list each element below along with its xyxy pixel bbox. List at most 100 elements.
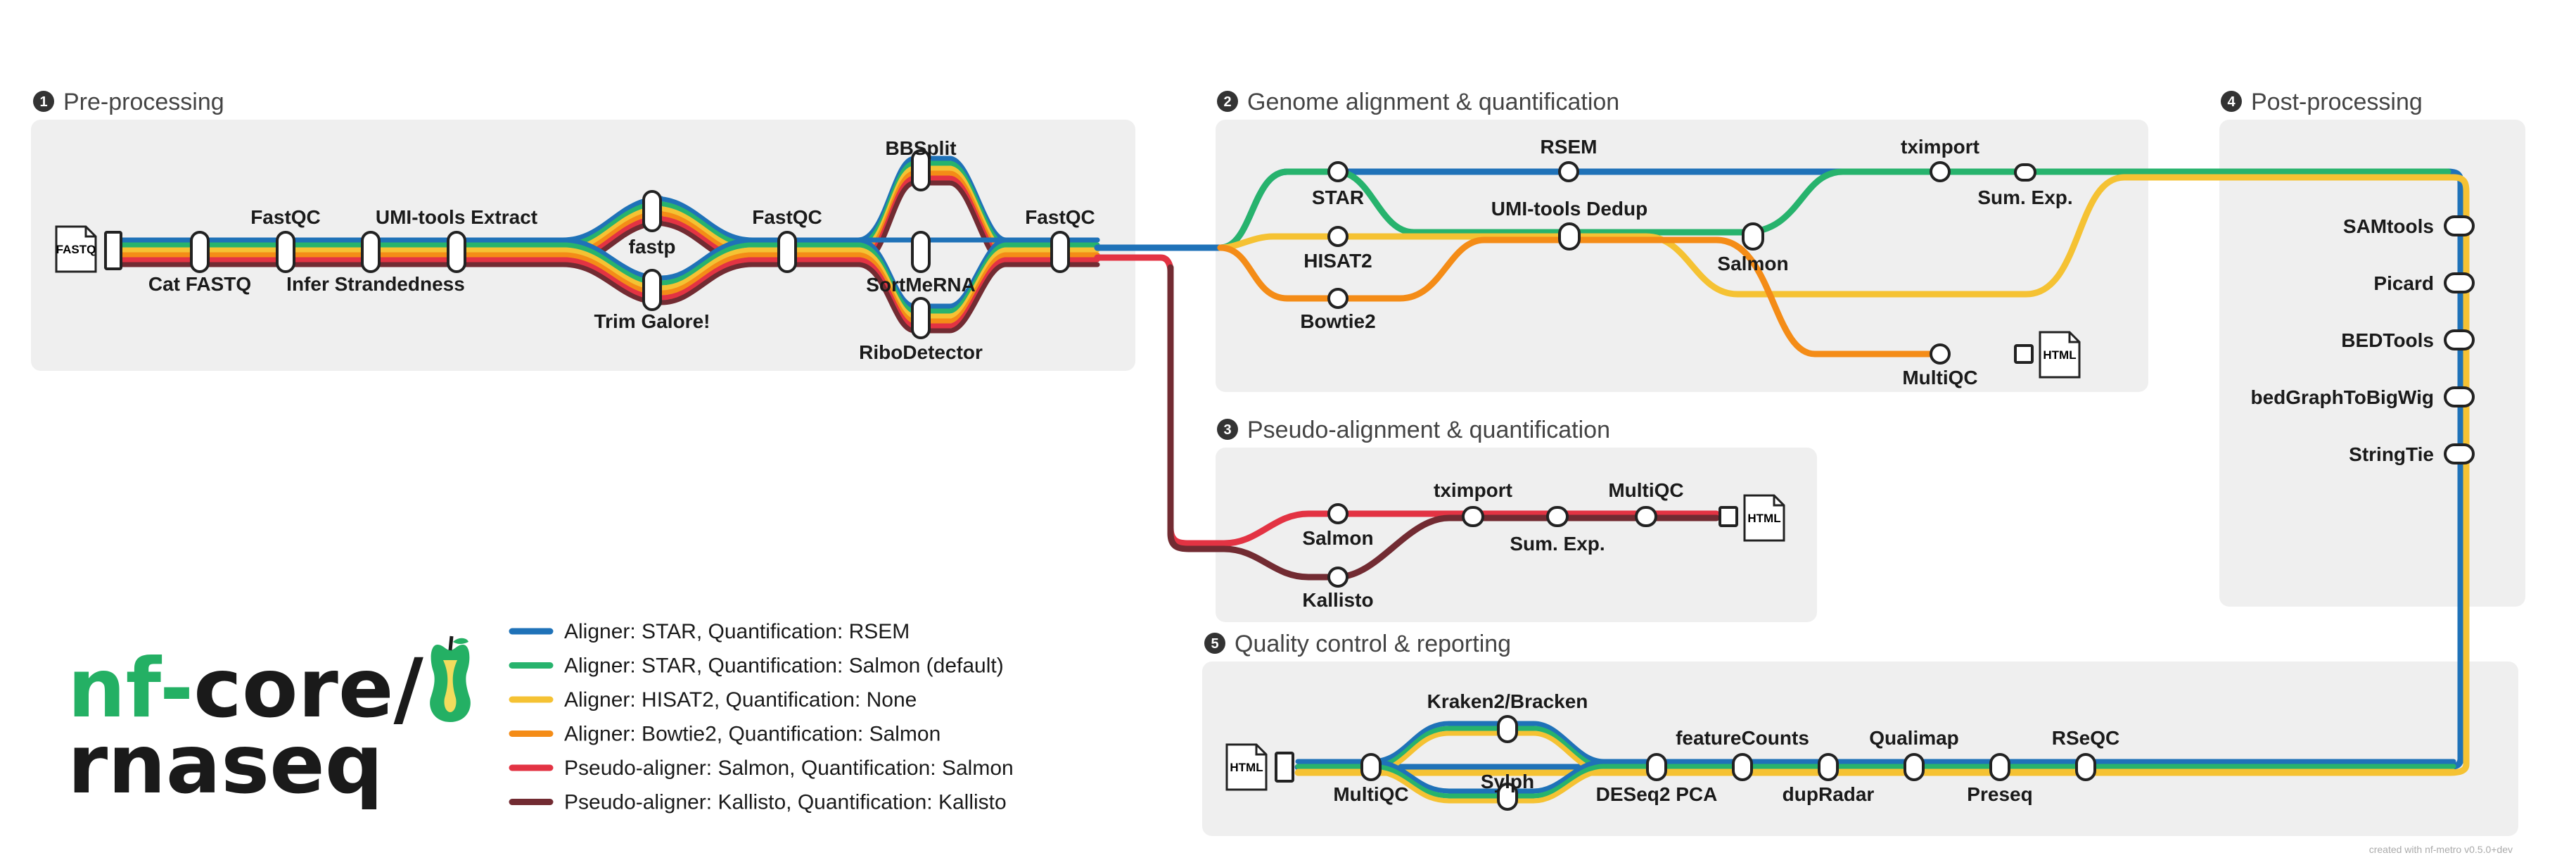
- station-umi-dedup[interactable]: [1558, 222, 1581, 251]
- logo-line-1: nf-core/: [68, 641, 423, 736]
- section-title: Genome alignment & quantification: [1247, 89, 1619, 115]
- station-tximport-pseudo[interactable]: [1462, 506, 1484, 527]
- qc-bundle: [1295, 721, 2456, 804]
- station-kallisto[interactable]: [1327, 567, 1348, 588]
- station-cat-fastq[interactable]: [190, 231, 210, 273]
- station-fastqc-3[interactable]: [1050, 231, 1070, 273]
- station-samtools[interactable]: [2444, 215, 2475, 236]
- label-sum-exp-genome: Sum. Exp.: [1977, 186, 2072, 208]
- label-cat-fastq: Cat FASTQ: [148, 273, 251, 295]
- station-multiqc-genome-out[interactable]: [2014, 344, 2034, 364]
- station-bbsplit[interactable]: [911, 149, 931, 191]
- station-sum-exp-pseudo[interactable]: [1546, 506, 1569, 527]
- html-file-icon-pseudo: HTML: [1743, 494, 1785, 542]
- station-rsem[interactable]: [1558, 161, 1579, 182]
- logo-prefix: nf-: [68, 641, 193, 736]
- line-pseudo-kallisto: [1167, 264, 1720, 581]
- station-multiqc-genome[interactable]: [1930, 343, 1951, 365]
- station-deseq2[interactable]: [1646, 753, 1667, 781]
- label-picard: Picard: [2373, 272, 2434, 294]
- label-multiqc-qc: MultiQC: [1333, 783, 1408, 805]
- station-bowtie2[interactable]: [1327, 288, 1348, 309]
- label-ribodetector: RiboDetector: [859, 341, 983, 363]
- legend-label: Aligner: HISAT2, Quantification: None: [564, 688, 917, 712]
- label-rsem: RSEM: [1541, 136, 1598, 158]
- station-multiqc-pseudo-out[interactable]: [1719, 506, 1738, 527]
- station-trim-galore[interactable]: [642, 269, 662, 311]
- label-bbsplit: BBSplit: [885, 137, 956, 159]
- station-salmon-genome[interactable]: [1742, 222, 1764, 251]
- label-umi-dedup: UMI-tools Dedup: [1491, 198, 1647, 220]
- station-rseqc[interactable]: [2075, 753, 2096, 781]
- section-pseudo-panel: [1216, 448, 1817, 622]
- station-dupradar[interactable]: [1818, 753, 1839, 781]
- label-qualimap: Qualimap: [1869, 727, 1959, 749]
- station-sortmerna[interactable]: [911, 231, 931, 273]
- label-trim-galore: Trim Galore!: [594, 310, 710, 332]
- section-number: 3: [1223, 422, 1231, 438]
- label-stringtie: StringTie: [2349, 443, 2434, 465]
- station-fastp[interactable]: [642, 190, 662, 232]
- station-fastq-input[interactable]: [104, 231, 122, 270]
- station-star[interactable]: [1327, 161, 1348, 182]
- station-sum-exp-genome[interactable]: [2014, 163, 2036, 182]
- station-kraken[interactable]: [1497, 715, 1518, 743]
- station-sylph[interactable]: [1497, 783, 1518, 811]
- label-deseq2: DESeq2 PCA: [1596, 783, 1718, 805]
- label-bedtools: BEDTools: [2341, 329, 2434, 351]
- station-qualimap[interactable]: [1904, 753, 1925, 781]
- stations: [104, 149, 2475, 811]
- label-rseqc: RSeQC: [2052, 727, 2119, 749]
- line-pseudo-salmon: [1094, 254, 1720, 547]
- legend-label: Aligner: Bowtie2, Quantification: Salmon: [564, 723, 941, 746]
- station-infer-strandedness[interactable]: [361, 231, 381, 273]
- section-title: Pseudo-alignment & quantification: [1247, 417, 1610, 443]
- section-number: 2: [1223, 94, 1231, 110]
- station-picard[interactable]: [2444, 272, 2475, 293]
- section-header-qc: 5 Quality control & reporting: [1204, 631, 1511, 657]
- station-multiqc-pseudo[interactable]: [1635, 506, 1657, 527]
- station-featurecounts[interactable]: [1732, 753, 1753, 781]
- label-hisat2: HISAT2: [1303, 250, 1372, 272]
- station-ribodetector[interactable]: [911, 297, 931, 339]
- station-salmon-pseudo[interactable]: [1327, 503, 1348, 524]
- station-qc-input[interactable]: [1275, 752, 1294, 783]
- label-kallisto: Kallisto: [1302, 589, 1373, 611]
- label-kraken: Kraken2/Bracken: [1427, 690, 1588, 712]
- section-header-preprocessing: 1 Pre-processing: [33, 89, 224, 115]
- label-infer-strandedness: Infer Strandedness: [286, 273, 465, 295]
- station-stringtie[interactable]: [2444, 443, 2475, 464]
- station-preseq[interactable]: [1989, 753, 2010, 781]
- station-bedgraphtobigwig[interactable]: [2444, 386, 2475, 407]
- section-number: 1: [39, 94, 47, 110]
- station-fastqc-1[interactable]: [276, 231, 295, 273]
- station-bedtools[interactable]: [2444, 329, 2475, 350]
- label-salmon-genome: Salmon: [1717, 253, 1788, 274]
- html-file-icon-genome: HTML: [2039, 331, 2081, 379]
- station-fastqc-2[interactable]: [777, 231, 797, 273]
- section-header-genome: 2 Genome alignment & quantification: [1217, 89, 1619, 115]
- section-postprocessing-panel: [2219, 120, 2525, 607]
- section-number: 4: [2227, 94, 2236, 110]
- html-file-label: HTML: [2043, 348, 2076, 362]
- station-multiqc-qc[interactable]: [1360, 753, 1382, 781]
- label-fastp: fastp: [629, 236, 676, 258]
- html-file-label: HTML: [1747, 512, 1780, 525]
- label-fastqc-2: FastQC: [752, 206, 822, 228]
- label-sylph: Sylph: [1481, 771, 1534, 792]
- label-bedgraphtobigwig: bedGraphToBigWig: [2250, 386, 2434, 408]
- station-hisat2[interactable]: [1327, 226, 1348, 247]
- line-bowtie2: [1217, 236, 1945, 358]
- label-multiqc-genome: MultiQC: [1902, 367, 1977, 388]
- legend-label: Pseudo-aligner: Salmon, Quantification: …: [564, 757, 1014, 780]
- label-sum-exp-pseudo: Sum. Exp.: [1510, 533, 1605, 555]
- section-title: Quality control & reporting: [1235, 631, 1511, 657]
- line-star-salmon: [1217, 168, 2451, 251]
- logo-pipeline-name: rnaseq: [68, 717, 383, 812]
- label-samtools: SAMtools: [2343, 215, 2434, 237]
- station-umi-extract[interactable]: [447, 231, 466, 273]
- station-tximport-genome[interactable]: [1930, 161, 1951, 182]
- section-title: Pre-processing: [63, 89, 224, 115]
